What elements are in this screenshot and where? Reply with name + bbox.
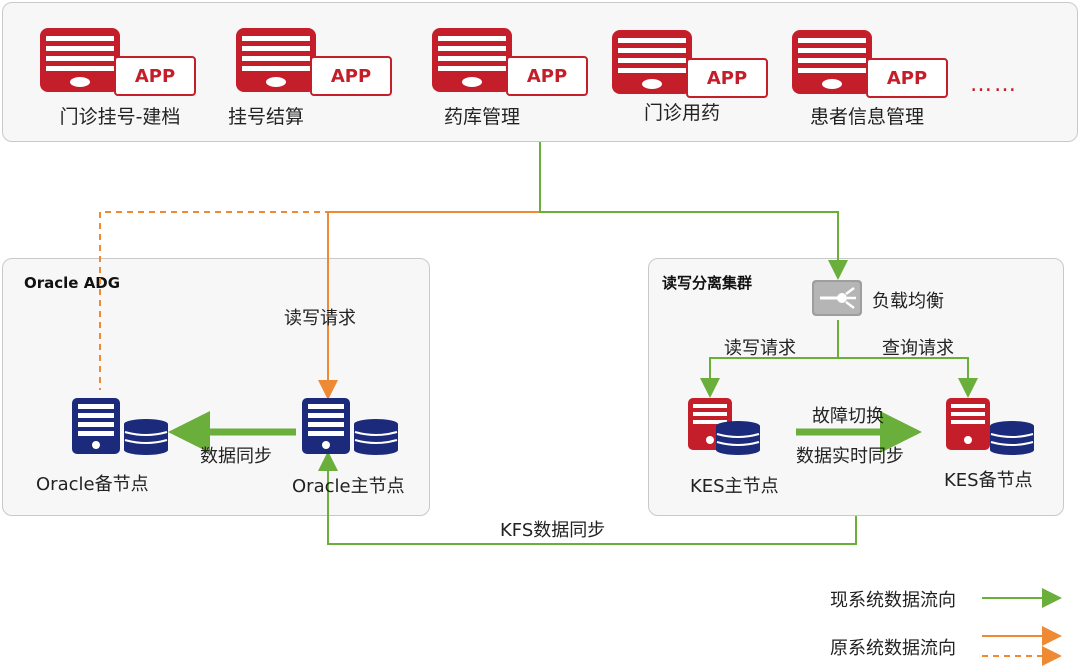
app-tile: APP 挂号结算 <box>228 6 396 128</box>
app-server-icon <box>792 30 872 94</box>
app-badge: APP <box>310 56 392 96</box>
legend-current-label: 现系统数据流向 <box>830 590 956 611</box>
realtime-sync-label: 数据实时同步 <box>796 446 904 467</box>
app-badge: APP <box>686 58 768 98</box>
current-flow-to-lb <box>539 142 848 280</box>
app-name-settlement: 挂号结算 <box>227 106 304 128</box>
oracle-standby-server-icon <box>72 398 168 455</box>
app-tile: APP 患者信息管理 <box>792 8 952 128</box>
app-server-icon <box>432 28 512 92</box>
app-tile: APP 药库管理 <box>432 6 592 128</box>
legend-original-label: 原系统数据流向 <box>830 638 956 659</box>
oracle-adg-title: Oracle ADG <box>24 274 121 292</box>
app-badge: APP <box>506 56 588 96</box>
kes-primary-label: KES主节点 <box>690 476 779 497</box>
adg-rw-request-label: 读写请求 <box>284 308 356 329</box>
query-request-flow <box>838 357 978 398</box>
app-server-icon <box>236 28 316 92</box>
failover-label: 故障切换 <box>812 406 884 427</box>
app-tile: APP 门诊用药 <box>612 8 772 124</box>
app-server-icon <box>612 30 692 94</box>
app-server-icon <box>40 28 120 92</box>
load-balancer-icon <box>812 280 862 316</box>
app-tile: APP 门诊挂号-建档 <box>40 6 200 128</box>
kfs-sync-flow <box>318 451 857 545</box>
lb-label: 负载均衡 <box>872 291 944 312</box>
kes-primary-server-icon <box>688 398 760 455</box>
original-rw-flow <box>318 211 540 400</box>
app-name-patient-info: 患者信息管理 <box>809 106 924 128</box>
app-badge: APP <box>114 56 196 96</box>
oracle-adg-panel <box>2 258 430 516</box>
oracle-standby-label: Oracle备节点 <box>36 474 149 495</box>
oracle-primary-server-icon <box>302 398 398 455</box>
query-request-label: 查询请求 <box>882 338 954 359</box>
rw-request-flow <box>700 320 839 398</box>
cluster-rw-request-label: 读写请求 <box>724 338 796 359</box>
kes-standby-label: KES备节点 <box>944 470 1033 491</box>
kfs-sync-label: KFS数据同步 <box>500 520 606 541</box>
kes-standby-server-icon <box>946 398 1034 455</box>
app-name-pharmacy: 药库管理 <box>443 106 520 128</box>
oracle-primary-label: Oracle主节点 <box>292 476 405 497</box>
app-name-outpatient-medication: 门诊用药 <box>643 102 720 124</box>
original-dashed-flow <box>99 211 540 390</box>
rw-cluster-title: 读写分离集群 <box>662 274 753 292</box>
adg-sync-label: 数据同步 <box>200 446 272 467</box>
app-name-registration: 门诊挂号-建档 <box>59 106 181 128</box>
more-apps-ellipsis: …… <box>970 72 1018 97</box>
app-badge: APP <box>866 58 948 98</box>
